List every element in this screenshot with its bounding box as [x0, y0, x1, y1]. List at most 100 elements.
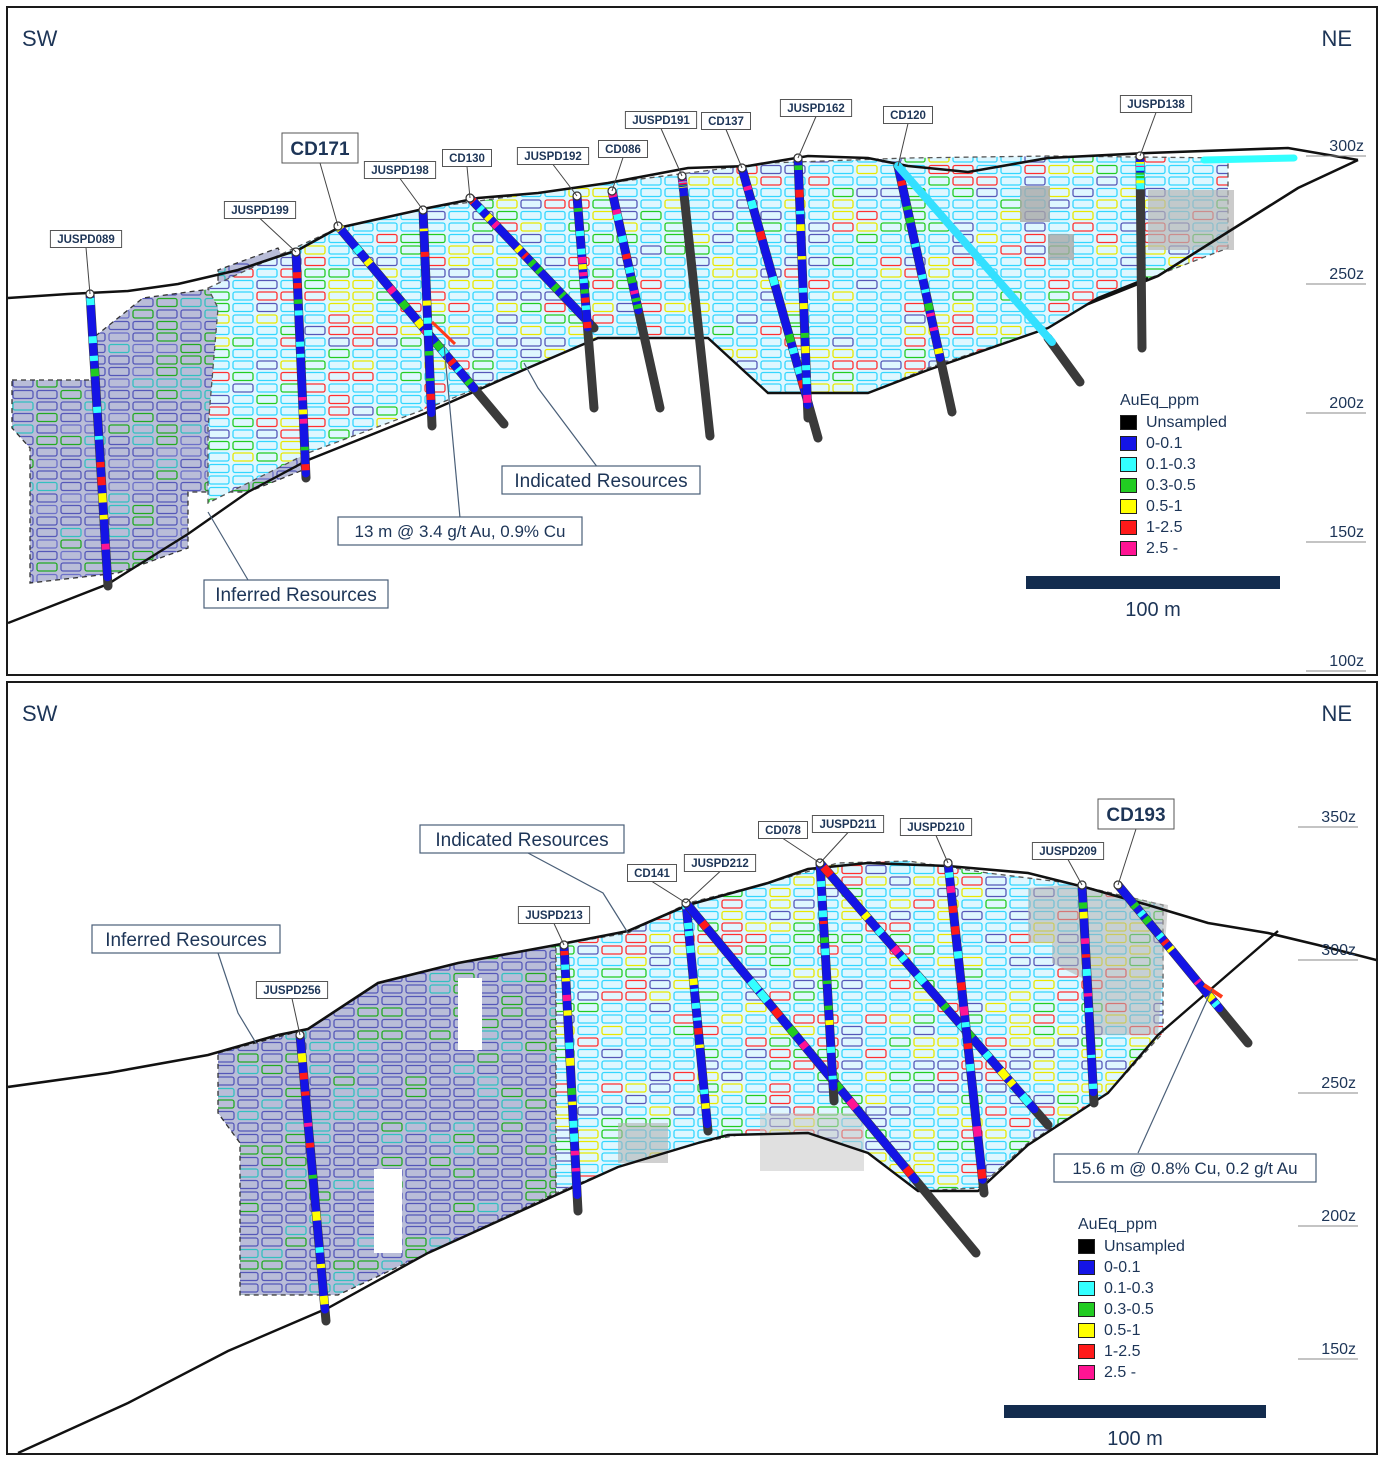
model-block	[1192, 371, 1214, 382]
model-block	[793, 1094, 815, 1105]
model-block	[712, 452, 734, 462]
model-block	[501, 984, 523, 994]
model-block	[405, 1007, 427, 1017]
model-block	[544, 222, 566, 232]
model-block	[745, 945, 767, 955]
model-block	[544, 302, 566, 313]
model-block	[309, 1053, 331, 1063]
model-block	[904, 348, 926, 359]
model-block	[448, 325, 470, 336]
model-block	[889, 1083, 911, 1093]
model-block	[577, 1037, 599, 1047]
model-block	[1033, 1152, 1055, 1162]
model-block	[501, 945, 523, 948]
model-block	[496, 452, 518, 462]
model-block	[429, 1018, 451, 1029]
model-block	[889, 1037, 911, 1047]
model-block	[544, 337, 566, 347]
model-block	[784, 452, 806, 462]
model-block	[453, 1110, 475, 1121]
model-block	[60, 527, 82, 538]
model-block	[376, 440, 398, 451]
model-block	[913, 1140, 935, 1151]
model-block	[1216, 325, 1228, 336]
model-block	[477, 1179, 499, 1190]
scale-bar-line	[1004, 1405, 1266, 1418]
model-block	[381, 984, 403, 994]
model-block	[333, 1237, 355, 1247]
model-block	[616, 187, 638, 198]
model-block	[856, 440, 878, 451]
assay-interval	[836, 883, 846, 892]
model-block	[832, 452, 854, 462]
model-block	[817, 1186, 839, 1193]
model-block	[577, 861, 599, 863]
model-block	[1129, 1037, 1151, 1047]
model-block	[520, 348, 542, 359]
assay-interval	[953, 950, 963, 959]
model-block	[12, 320, 34, 331]
model-block	[1000, 314, 1022, 324]
model-block	[601, 968, 623, 978]
model-block	[472, 256, 494, 267]
label-leader	[935, 835, 949, 864]
assay-interval	[963, 1042, 973, 1050]
model-block	[808, 452, 830, 462]
model-block	[625, 899, 647, 909]
model-block	[664, 348, 686, 359]
model-block	[12, 343, 34, 354]
model-block	[577, 1106, 599, 1116]
model-block	[328, 164, 350, 175]
model-block	[793, 1071, 815, 1082]
model-block	[333, 1110, 355, 1121]
model-block	[252, 493, 274, 503]
model-block	[132, 274, 154, 285]
model-block	[688, 498, 710, 503]
model-block	[429, 1087, 451, 1098]
model-block	[352, 463, 374, 474]
hole-label-box	[363, 161, 437, 179]
assay-interval	[1178, 960, 1189, 970]
model-block	[625, 887, 647, 898]
model-block	[477, 945, 499, 948]
model-block	[985, 899, 1007, 909]
model-block	[880, 233, 902, 244]
model-block	[1096, 383, 1118, 393]
model-block	[616, 498, 638, 503]
model-block	[793, 887, 815, 898]
model-block	[132, 458, 154, 469]
model-block	[952, 337, 974, 347]
assay-trace	[794, 154, 812, 409]
model-block	[673, 1152, 695, 1162]
model-block	[808, 222, 830, 232]
model-block	[472, 279, 494, 290]
model-block	[218, 1248, 235, 1259]
model-block	[1216, 360, 1228, 370]
model-block	[333, 1214, 355, 1224]
model-block	[832, 417, 854, 428]
model-block	[300, 504, 308, 515]
model-block	[712, 475, 734, 485]
model-block	[736, 233, 758, 244]
model-block	[1024, 475, 1046, 485]
model-block	[208, 440, 230, 451]
model-block	[496, 360, 518, 370]
model-block	[280, 256, 302, 267]
model-block	[309, 1007, 331, 1017]
model-block	[1072, 199, 1094, 209]
model-block	[592, 279, 614, 290]
model-block	[549, 1156, 556, 1167]
model-block	[928, 268, 950, 278]
model-block	[769, 945, 791, 955]
model-block	[928, 486, 950, 497]
model-block	[472, 291, 494, 301]
model-block	[745, 1002, 767, 1013]
model-block	[328, 417, 350, 428]
model-block	[712, 279, 734, 290]
model-block	[889, 1071, 911, 1082]
model-block	[448, 337, 470, 347]
model-block	[232, 383, 254, 393]
model-block	[448, 302, 470, 313]
model-block	[784, 486, 806, 497]
model-block	[1000, 233, 1022, 244]
